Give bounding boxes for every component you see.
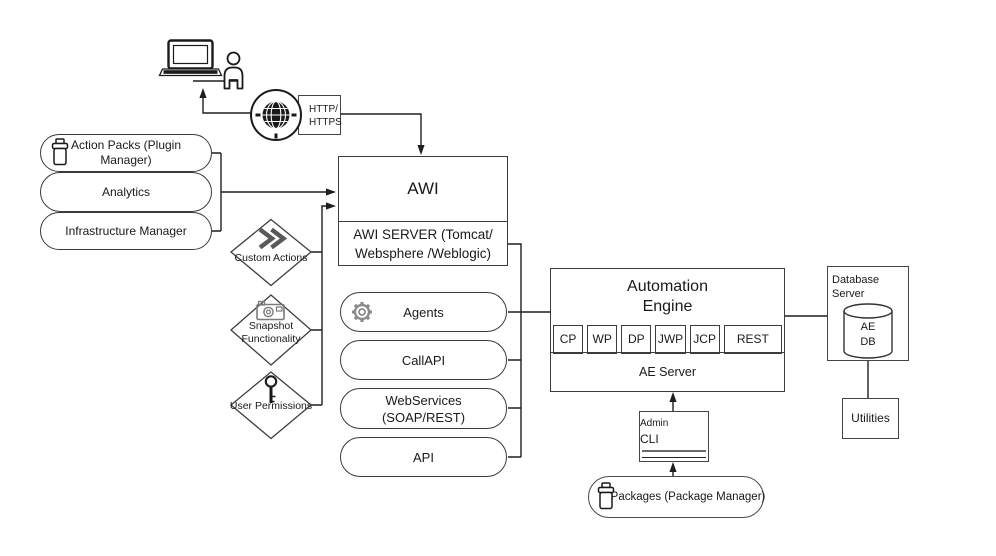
node-agents: Agents [340, 292, 507, 332]
awi-box: AWI AWI SERVER (Tomcat/ Websphere /Weblo… [338, 156, 508, 266]
node-callapi: CallAPI [340, 340, 507, 380]
automation-engine-title: Automation Engine [627, 278, 708, 315]
node-action-packs: Action Packs (Plugin Manager) [40, 134, 212, 172]
node-label: Packages (Package Manager) [610, 491, 766, 503]
node-label: API [413, 449, 434, 465]
node-label: WebServices (SOAP/REST) [381, 392, 466, 425]
utilities-label: Utilities [851, 411, 890, 425]
process-cell-jcp: JCP [689, 325, 720, 354]
http-https-box: HTTP/ HTTPS [298, 95, 342, 135]
admin-cli-line2: CLI [640, 432, 659, 446]
node-infrastructure-manager: Infrastructure Manager [40, 212, 212, 250]
node-label: Action Packs (Plugin Manager) [70, 138, 182, 167]
awi-title: AWI [407, 179, 439, 198]
node-analytics: Analytics [40, 172, 212, 212]
awi-server-bus [508, 243, 550, 458]
process-cell-rest: REST [723, 325, 782, 354]
node-label: CallAPI [401, 352, 446, 368]
process-cell-cp: CP [553, 325, 584, 354]
automation-engine-box: Automation Engine CP WP DP JWP JCP REST … [550, 268, 785, 392]
person-icon [223, 51, 244, 90]
globe-to-client-line [202, 97, 252, 114]
chevrons-icon [258, 227, 288, 250]
node-label: Analytics [101, 184, 151, 199]
laptop-icon [158, 39, 223, 77]
awi-server-line1: AWI SERVER (Tomcat/ [353, 227, 493, 242]
left-stack-bracket [212, 152, 327, 232]
admin-cli-box: Admin CLI [639, 411, 709, 462]
process-cell-jwp: JWP [655, 325, 686, 354]
http-to-awi-line [341, 113, 422, 146]
diamond-bus [310, 205, 327, 406]
awi-server-section: AWI SERVER (Tomcat/ Websphere /Weblogic) [339, 221, 507, 266]
arrowhead-awi-left-2 [326, 202, 336, 210]
key-icon [264, 375, 278, 403]
http-label-line2: HTTPS [309, 117, 342, 128]
awi-server-line2: Websphere /Weblogic) [354, 246, 492, 261]
database-server-title: Database Server [832, 274, 880, 300]
http-label-line1: HTTP/ [309, 104, 338, 115]
process-cell-wp: WP [587, 325, 618, 354]
arrowhead-ae-bottom [669, 392, 677, 402]
globe-icon [250, 89, 302, 141]
arrowhead-client [199, 88, 207, 98]
node-packages: Packages (Package Manager) [588, 476, 766, 518]
cli-tray-icon [642, 450, 706, 458]
admin-cli-line1: Admin [640, 418, 669, 429]
process-row: CP WP DP JWP JCP REST [553, 325, 782, 354]
node-label: Agents [403, 304, 444, 320]
ae-db-label: AE DB [860, 321, 876, 348]
utilities-box: Utilities [842, 398, 899, 439]
arrowhead-awi-left-1 [326, 188, 336, 196]
arrowhead-awi-top [417, 145, 425, 155]
user-permissions-label: User Permissions [229, 400, 313, 412]
arrowhead-cli-bottom [669, 462, 677, 472]
node-label: Infrastructure Manager [65, 223, 187, 238]
snapshot-functionality-label: Snapshot Functionality [241, 320, 301, 345]
process-cell-dp: DP [621, 325, 652, 354]
camera-icon [256, 300, 285, 321]
custom-actions-label: Custom Actions [234, 252, 308, 264]
node-webservices: WebServices (SOAP/REST) [340, 388, 507, 429]
node-api: API [340, 437, 507, 477]
ae-server-section: AE Server [551, 352, 784, 391]
